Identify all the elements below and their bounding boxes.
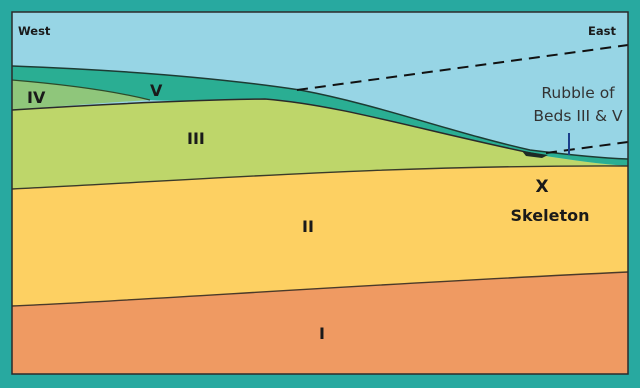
bed-i-top-line	[11, 271, 629, 307]
bed-iv-layer	[12, 80, 150, 110]
bed-v-layer	[12, 66, 628, 166]
ground-surface-line	[11, 65, 629, 160]
bed-iv-label: IV	[27, 88, 46, 107]
rubble-label-line2: Beds III & V	[533, 107, 623, 125]
skeleton-x-mark: X	[535, 177, 548, 197]
bed-iii-layer	[12, 99, 628, 189]
bed-i-layer	[12, 272, 628, 374]
bed-ii-top-line	[11, 165, 629, 190]
diagram-frame	[11, 11, 629, 375]
east-label: East	[588, 24, 616, 38]
bed-iv-top-line	[11, 79, 151, 101]
bed-i-label: I	[319, 324, 325, 343]
bed-v-label: V	[150, 81, 163, 100]
skeleton-pocket	[522, 151, 548, 158]
bed-ii-label: II	[302, 217, 314, 236]
bed-ii-layer	[12, 165, 628, 306]
bed-iii-top-line	[11, 98, 541, 156]
projection-dashed-lower	[545, 141, 629, 154]
rubble-label-line1: Rubble of	[541, 84, 615, 102]
skeleton-label: Skeleton	[511, 206, 590, 225]
bed-iii-label: III	[187, 129, 205, 148]
west-label: West	[18, 24, 51, 38]
projection-dashed-upper	[296, 44, 629, 91]
